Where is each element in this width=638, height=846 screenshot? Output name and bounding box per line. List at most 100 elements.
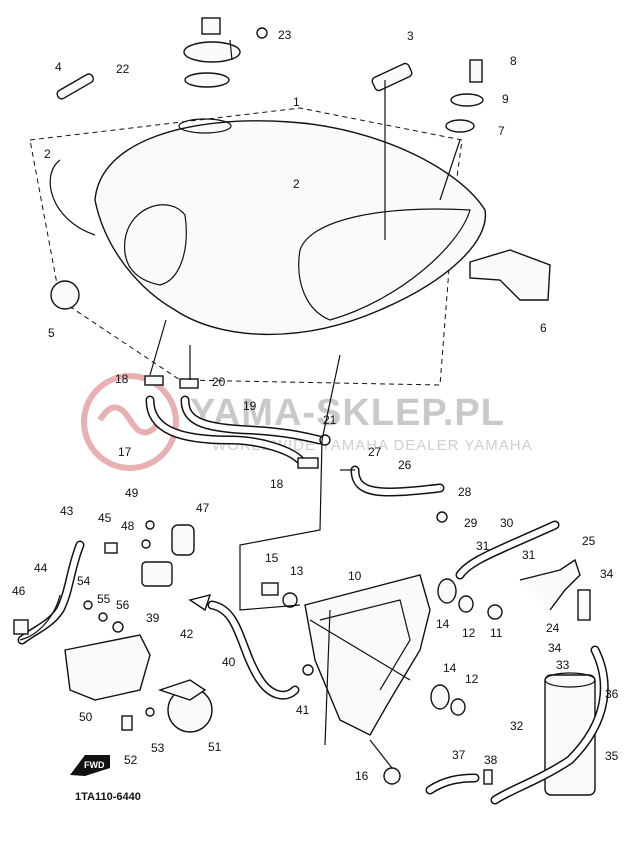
callout-53: 53 [151, 741, 165, 755]
callout-25: 25 [582, 534, 596, 548]
leader-line [439, 139, 461, 201]
bolt-part-8 [469, 59, 483, 83]
screw-part-54 [83, 600, 93, 610]
callout-36: 36 [605, 687, 619, 701]
washer-part-53 [145, 707, 155, 717]
screw-part-49 [145, 520, 155, 530]
callout-13: 13 [290, 564, 304, 578]
callout-51: 51 [208, 740, 222, 754]
callout-48: 48 [121, 519, 135, 533]
front-direction-arrow: FWD [70, 755, 110, 776]
clip-part-38 [483, 769, 493, 785]
valve-part-24 [577, 589, 591, 621]
callout-31-left: 31 [476, 539, 490, 553]
bolt-part-52 [121, 715, 133, 731]
callout-32: 32 [510, 719, 524, 733]
callout-43: 43 [60, 504, 74, 518]
clip-part-45 [104, 542, 118, 554]
washer-part-55 [98, 612, 108, 622]
callout-7: 7 [498, 124, 505, 138]
tank-emblem-left [49, 159, 96, 236]
cap-part-5 [50, 280, 80, 310]
hose-part-43 [17, 540, 85, 645]
callout-10: 10 [348, 569, 362, 583]
callout-labels: 1 2 2 3 4 5 6 7 8 9 10 11 12 12 13 14 14… [12, 28, 619, 783]
watermark-logo-wave [97, 404, 163, 436]
tank-side-panel [298, 208, 471, 321]
callout-56: 56 [116, 598, 130, 612]
bracket-part-51-mount [157, 679, 207, 701]
fuel-cap-key [201, 17, 221, 35]
tank-tunnel [123, 204, 187, 286]
callout-14-lower: 14 [443, 661, 457, 675]
callout-54: 54 [77, 574, 91, 588]
bracket-part-10-detail [319, 599, 411, 691]
watermark: YAMA-SKLEP.PL WORLDWIDE YAMAHA DEALER YA… [81, 373, 532, 471]
callout-14-upper: 14 [436, 617, 450, 631]
callout-37: 37 [452, 748, 466, 762]
washer-part-12-lower [450, 698, 466, 716]
damper-part-14-lower [430, 684, 450, 710]
screw-part-48 [141, 539, 151, 549]
leader-line [309, 619, 411, 681]
washer-part-9 [450, 93, 484, 107]
fuel-cap-top [183, 41, 241, 63]
leader-line [369, 739, 393, 769]
callout-22: 22 [116, 62, 130, 76]
callout-18-lower: 18 [270, 477, 284, 491]
callout-30: 30 [500, 516, 514, 530]
clamp-part-25 [519, 558, 581, 611]
callout-44: 44 [34, 561, 48, 575]
callout-23: 23 [278, 28, 292, 42]
emblem-part-3 [371, 62, 413, 92]
callout-33: 33 [556, 658, 570, 672]
screw-part-23 [256, 27, 268, 39]
seal-part-4 [56, 73, 95, 100]
callout-29: 29 [464, 516, 478, 530]
bolt-part-11 [487, 604, 503, 620]
callout-50: 50 [79, 710, 93, 724]
clamp-part-47 [171, 524, 195, 556]
damper-part-56 [112, 621, 124, 633]
callout-27: 27 [368, 445, 382, 459]
callout-35: 35 [605, 749, 619, 763]
canister-part-32-top [544, 672, 596, 688]
callout-39: 39 [146, 611, 160, 625]
bracket-part-6 [469, 249, 551, 301]
tank-filler-ring [178, 118, 232, 134]
washer-part-12-upper [458, 595, 474, 613]
damper-part-13 [282, 592, 298, 608]
callout-41: 41 [296, 703, 310, 717]
fuel-cap [183, 17, 241, 88]
callout-34-upper: 34 [600, 567, 614, 581]
callout-28: 28 [458, 485, 472, 499]
tank-assembly-outline [29, 107, 463, 386]
callout-15: 15 [265, 551, 279, 565]
callout-42: 42 [180, 627, 194, 641]
fuel-cap-gasket [184, 72, 230, 88]
hose-part-40 [207, 600, 300, 700]
callout-20: 20 [212, 375, 226, 389]
callout-55: 55 [97, 592, 111, 606]
pump-part-50 [64, 634, 151, 701]
callout-5: 5 [48, 326, 55, 340]
clip-part-20 [179, 378, 199, 389]
callout-40: 40 [222, 655, 236, 669]
callout-16: 16 [355, 769, 369, 783]
callout-8: 8 [510, 54, 517, 68]
watermark-logo-ring [81, 373, 179, 471]
clip-part-28 [436, 511, 448, 523]
diagram-code: 1TA110-6440 [75, 791, 141, 803]
callout-2-left: 2 [44, 147, 51, 161]
callout-49: 49 [125, 486, 139, 500]
callout-52: 52 [124, 753, 138, 767]
callout-4: 4 [55, 60, 62, 74]
callout-9: 9 [502, 92, 509, 106]
callout-3: 3 [407, 29, 414, 43]
callout-11: 11 [490, 626, 503, 640]
leader-line [324, 609, 331, 746]
callout-12-upper: 12 [462, 626, 476, 640]
filter-part-39 [141, 561, 173, 587]
damper-part-14-upper [437, 578, 457, 604]
